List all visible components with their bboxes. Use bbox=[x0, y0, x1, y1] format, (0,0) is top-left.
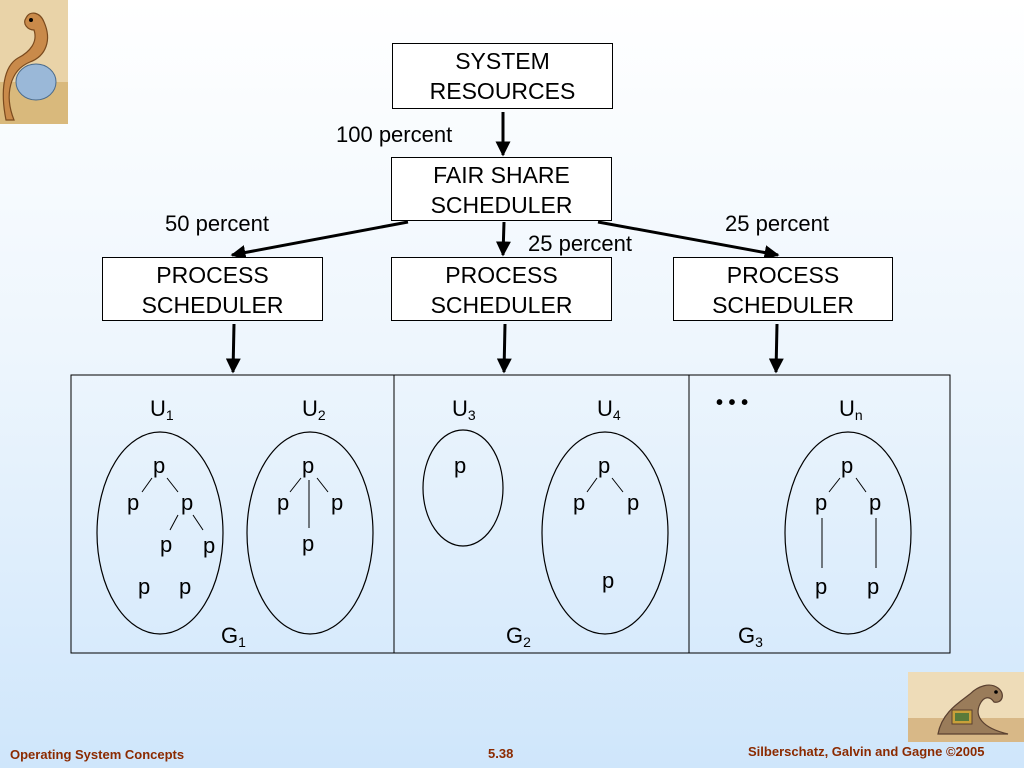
system-resources-box: SYSTEM RESOURCES bbox=[392, 43, 613, 109]
process-node: p bbox=[302, 453, 315, 478]
process-node: p bbox=[815, 574, 828, 599]
process-scheduler-1-box: PROCESS SCHEDULER bbox=[102, 257, 323, 321]
process-node: p bbox=[203, 533, 216, 558]
arrow-ps1-to-g1 bbox=[225, 323, 241, 374]
dinosaur-logo-top-left bbox=[0, 0, 68, 124]
user-2-label: U2 bbox=[302, 396, 326, 423]
user-1-ellipse bbox=[96, 431, 224, 635]
user-n-label: Un bbox=[839, 396, 863, 423]
process-node: p bbox=[867, 574, 880, 599]
process-node: p bbox=[869, 490, 882, 515]
group-2-label: G2 bbox=[506, 623, 531, 650]
process-node: p bbox=[815, 490, 828, 515]
process-node: p bbox=[841, 453, 854, 478]
footer-title: Operating System Concepts bbox=[10, 747, 185, 762]
footer-copyright: Silberschatz, Galvin and Gagne ©2005 bbox=[748, 744, 985, 759]
ellipsis-more-users: • • • bbox=[716, 392, 749, 414]
process-node: p bbox=[153, 453, 166, 478]
process-node: p bbox=[598, 453, 611, 478]
process-node: p bbox=[627, 490, 640, 515]
process-node: p bbox=[181, 490, 194, 515]
edge-label-100-percent: 100 percent bbox=[336, 122, 453, 147]
user-3-ellipse bbox=[422, 429, 504, 547]
system-resources-label: SYSTEM RESOURCES bbox=[429, 48, 576, 104]
user-3-label: U3 bbox=[452, 396, 476, 423]
user-n-ellipse bbox=[784, 431, 912, 635]
process-node: p bbox=[302, 531, 315, 556]
process-scheduler-1-label: PROCESS SCHEDULER bbox=[141, 262, 284, 318]
process-node: p bbox=[160, 532, 173, 557]
groups-container bbox=[70, 374, 951, 654]
process-node: p bbox=[277, 490, 290, 515]
process-node: p bbox=[179, 574, 192, 599]
arrow-ps2-to-g2 bbox=[496, 323, 512, 374]
process-node: p bbox=[602, 568, 615, 593]
dinosaur-logo-bottom-right bbox=[908, 672, 1024, 742]
fair-share-scheduler-box: FAIR SHARE SCHEDULER bbox=[391, 157, 612, 221]
process-scheduler-3-box: PROCESS SCHEDULER bbox=[673, 257, 893, 321]
arrow-fairshare-to-ps3 bbox=[597, 220, 780, 260]
user-2-ellipse bbox=[246, 431, 374, 635]
process-scheduler-2-label: PROCESS SCHEDULER bbox=[430, 262, 573, 318]
process-scheduler-2-box: PROCESS SCHEDULER bbox=[391, 257, 612, 321]
edge-label-25-percent-middle: 25 percent bbox=[528, 231, 632, 256]
arrow-fairshare-to-ps1 bbox=[230, 220, 409, 260]
user-1-label: U1 bbox=[150, 396, 174, 423]
process-node: p bbox=[331, 490, 344, 515]
edge-label-50-percent: 50 percent bbox=[165, 211, 269, 236]
user-4-ellipse bbox=[541, 431, 669, 635]
process-node: p bbox=[573, 490, 586, 515]
process-node: p bbox=[454, 453, 467, 478]
process-node: p bbox=[127, 490, 140, 515]
arrow-fairshare-to-ps2 bbox=[495, 221, 511, 257]
group-1-label: G1 bbox=[221, 623, 246, 650]
group-3-label: G3 bbox=[738, 623, 763, 650]
process-scheduler-3-label: PROCESS SCHEDULER bbox=[712, 262, 854, 318]
process-node: p bbox=[138, 574, 151, 599]
user-4-label: U4 bbox=[597, 396, 621, 423]
footer-page-number: 5.38 bbox=[488, 746, 514, 761]
edge-label-25-percent-right: 25 percent bbox=[725, 211, 829, 236]
arrow-ps3-to-g3 bbox=[768, 323, 784, 374]
fair-share-scheduler-label: FAIR SHARE SCHEDULER bbox=[430, 162, 573, 218]
